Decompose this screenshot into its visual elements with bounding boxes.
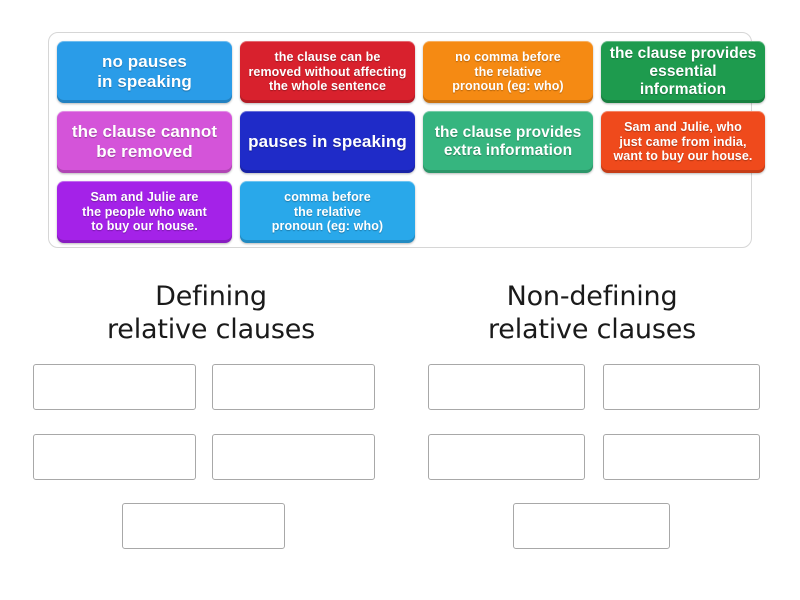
- answer-tile-line: pauses in speaking: [248, 132, 407, 152]
- column-title-nondefining-line: relative clauses: [488, 313, 696, 345]
- dropzone-nondefining[interactable]: [603, 364, 760, 410]
- answer-tile-line: want to buy our house.: [613, 149, 753, 164]
- dropzone-nondefining[interactable]: [603, 434, 760, 480]
- answer-tile-line: essential information: [639, 63, 727, 98]
- column-title-nondefining-line: Non-defining: [506, 281, 678, 312]
- dropzone-defining[interactable]: [33, 364, 196, 410]
- dropzone-defining[interactable]: [212, 364, 375, 410]
- answer-tile-line: the clause cannot: [71, 122, 218, 142]
- answer-tile-line: just came from india,: [619, 134, 747, 149]
- answer-tile-line: removed without affecting: [248, 64, 407, 79]
- answer-tile-line: the relative: [474, 64, 542, 79]
- column-title-defining-line: Defining: [155, 281, 267, 312]
- answer-tile-line: no comma before: [455, 50, 561, 65]
- answer-tile-line: the people who want: [82, 204, 207, 219]
- answer-tile-line: in speaking: [97, 72, 192, 91]
- answer-tile-line: the whole sentence: [268, 79, 387, 94]
- dropzone-defining[interactable]: [122, 503, 285, 549]
- dropzone-nondefining[interactable]: [513, 503, 670, 549]
- answer-tile-line: Sam and Julie, who: [624, 120, 742, 135]
- answer-tile-line: the clause provides: [609, 45, 757, 63]
- answer-tile-line: no pauses: [102, 52, 187, 72]
- answer-tile-line: the clause provides: [434, 124, 582, 142]
- column-title-defining-line: relative clauses: [107, 313, 315, 345]
- answer-tile-line: pronoun (eg: who): [271, 219, 384, 234]
- answer-tile-line: Sam and Julie are: [90, 190, 199, 205]
- answer-tile-line: be removed: [96, 142, 193, 161]
- answer-tile[interactable]: pauses in speaking: [240, 111, 415, 173]
- answer-tile-line: pronoun (eg: who): [452, 79, 564, 94]
- dropzone-defining[interactable]: [33, 434, 196, 480]
- dropzone-nondefining[interactable]: [428, 364, 585, 410]
- dropzone-nondefining[interactable]: [428, 434, 585, 480]
- answer-tile-line: the relative: [293, 204, 362, 219]
- answer-tile-line: extra information: [443, 142, 573, 159]
- dropzone-defining[interactable]: [212, 434, 375, 480]
- answer-tile-line: to buy our house.: [91, 219, 198, 234]
- answer-tile-line: the clause can be: [274, 50, 381, 65]
- answer-tile-line: comma before: [284, 190, 371, 205]
